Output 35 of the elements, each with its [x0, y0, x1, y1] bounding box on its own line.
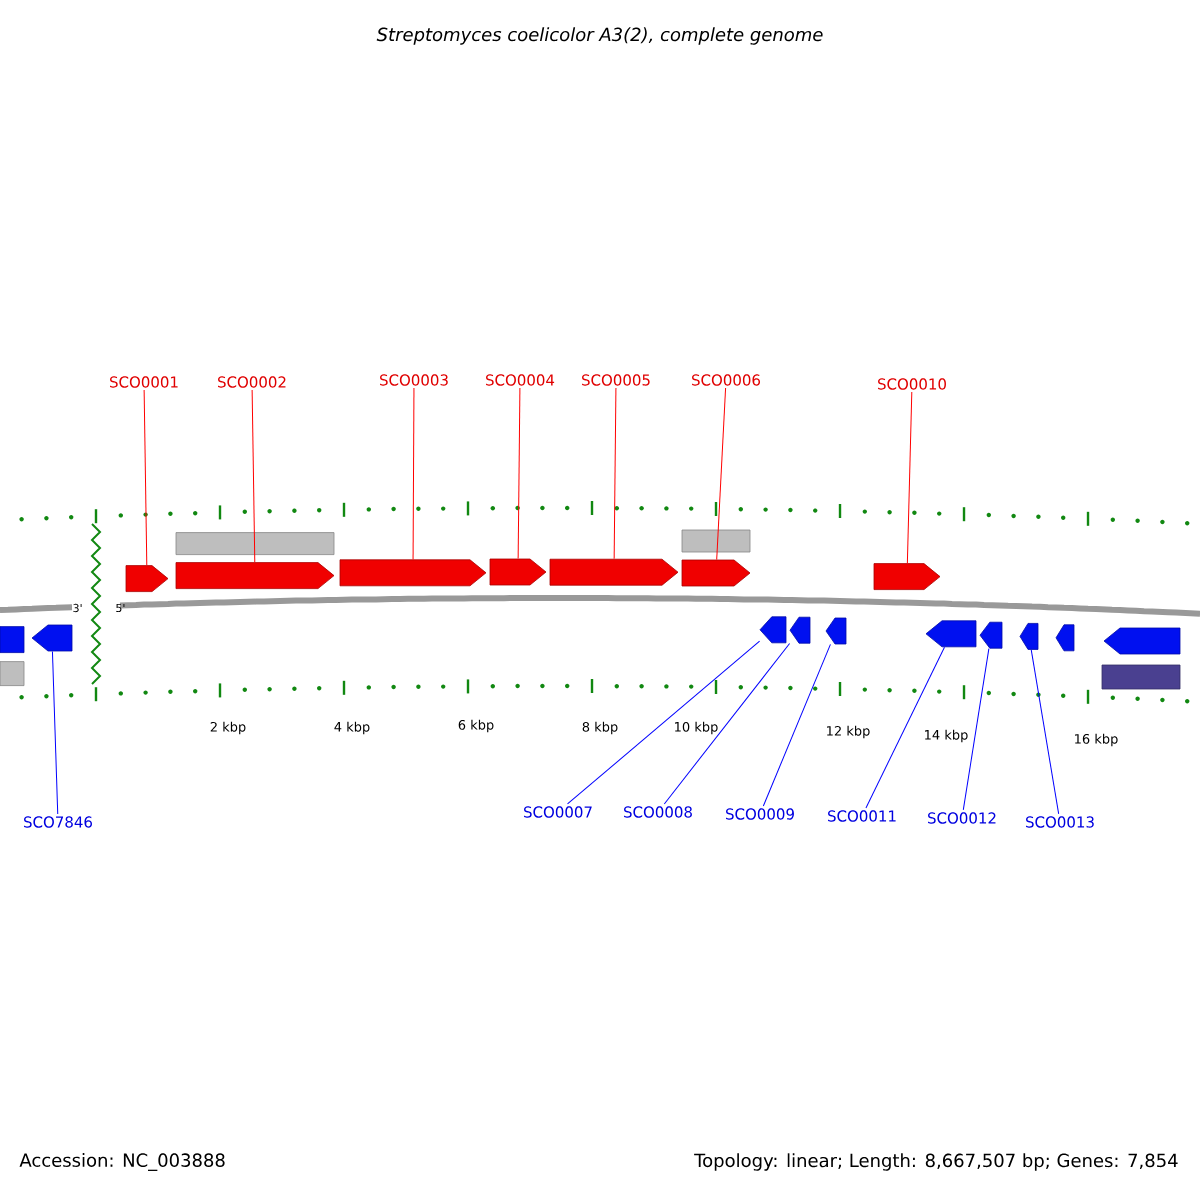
leader-line [1030, 649, 1060, 815]
footer-text: Accession: NC_003888 [19, 1153, 225, 1171]
feature-bar [681, 529, 751, 553]
feature-bar [1101, 664, 1181, 690]
leader-line [762, 643, 831, 807]
gene-block [175, 562, 335, 589]
leader-line [962, 648, 990, 811]
leader-line [663, 643, 791, 805]
gene-block [489, 558, 547, 586]
gene-block [825, 617, 847, 645]
leader-line [412, 387, 415, 560]
leader-line [517, 387, 521, 560]
feature-bar [0, 661, 25, 686]
gene-block [1019, 623, 1039, 650]
gene-block [1055, 624, 1075, 652]
gene-block [0, 626, 25, 653]
leader-line [865, 646, 945, 809]
gene-block [31, 624, 73, 652]
leader-line [906, 391, 913, 564]
gene-block [759, 616, 787, 644]
gene-block [1103, 627, 1181, 655]
leader-line [716, 387, 727, 561]
title: Streptomyces coelicolor A3(2), complete genome [376, 27, 823, 45]
leader-line [51, 650, 59, 815]
gene-block [681, 559, 751, 587]
leader-line [143, 389, 148, 566]
gene-block [979, 621, 1003, 649]
gene-block [873, 563, 941, 590]
leader-line [251, 389, 256, 563]
gene-block [125, 565, 169, 592]
gene-block [789, 616, 811, 644]
leader-line [613, 387, 617, 560]
leader-line [567, 640, 761, 805]
feature-bar [175, 532, 335, 555]
footer-text: Topology: linear; Length: 8,667,507 bp; Genes: 7,854 [694, 1153, 1178, 1171]
